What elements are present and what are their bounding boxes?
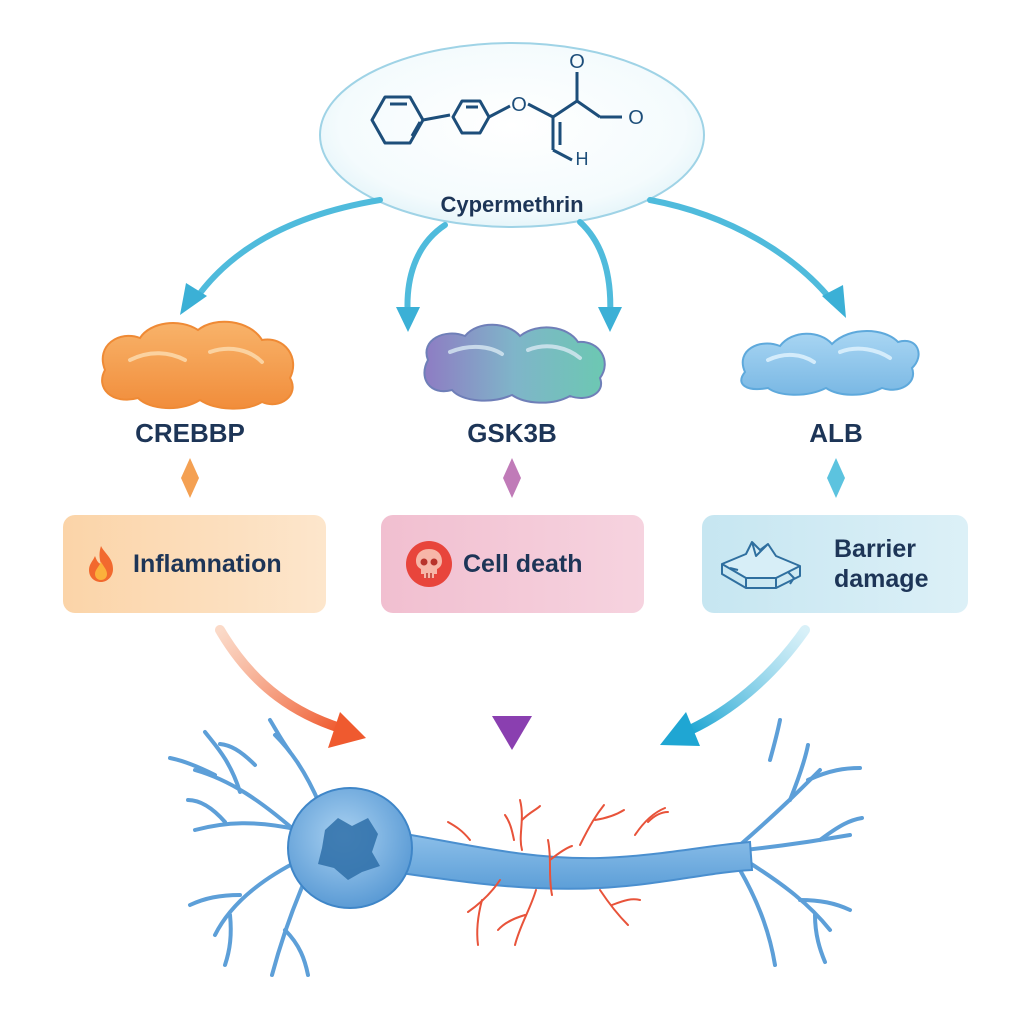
barrier-damage-box: Barrier damage: [702, 515, 968, 613]
gsk3b-connector-diamond: [503, 458, 521, 498]
arrow-barrier-to-neuron: [685, 625, 810, 735]
broken-barrier-icon: [716, 534, 808, 594]
cell-death-box: Cell death: [381, 515, 644, 613]
cypermethrin-node: O O O H: [319, 42, 705, 228]
atom-o2: O: [569, 51, 585, 73]
crebbp-connector-diamond: [181, 458, 199, 498]
top-arrowheads: [180, 283, 846, 332]
alb-protein-icon: [740, 330, 920, 396]
arrowhead-inflammation: [328, 712, 366, 748]
atom-o1: O: [511, 94, 527, 116]
gsk3b-label: GSK3B: [467, 418, 557, 448]
inflammation-text: Inflamnation: [133, 550, 282, 578]
atom-h: H: [576, 149, 589, 169]
top-arrows: [192, 197, 836, 321]
barrier-damage-line-1: Barrier: [834, 535, 916, 563]
atom-o3: O: [628, 107, 644, 129]
crebbp-protein-icon: [101, 320, 295, 410]
skull-icon: [405, 540, 453, 588]
damaged-neuron-icon: [168, 718, 864, 977]
arrow-to-gsk3b-left: [404, 222, 448, 321]
cell-death-text: Cell death: [463, 550, 583, 578]
arrowhead-barrier: [660, 712, 700, 746]
alb-label: ALB: [809, 418, 863, 448]
arrow-to-gsk3b-right: [577, 219, 614, 321]
barrier-damage-text: Barrier damage: [834, 534, 928, 594]
arrow-to-alb: [647, 197, 836, 305]
arrowhead-celldeath: [492, 716, 532, 750]
arrow-to-crebbp: [192, 197, 383, 303]
flame-icon: [79, 542, 123, 586]
barrier-damage-line-2: damage: [834, 565, 929, 593]
chemical-structure-icon: [370, 72, 622, 162]
crebbp-label: CREBBP: [135, 418, 245, 448]
gsk3b-protein-icon: [423, 323, 606, 404]
arrow-inflammation-to-neuron: [215, 625, 345, 733]
alb-connector-diamond: [827, 458, 845, 498]
cypermethrin-label: Cypermethrin: [440, 192, 584, 217]
inflammation-box: Inflamnation: [63, 515, 326, 613]
